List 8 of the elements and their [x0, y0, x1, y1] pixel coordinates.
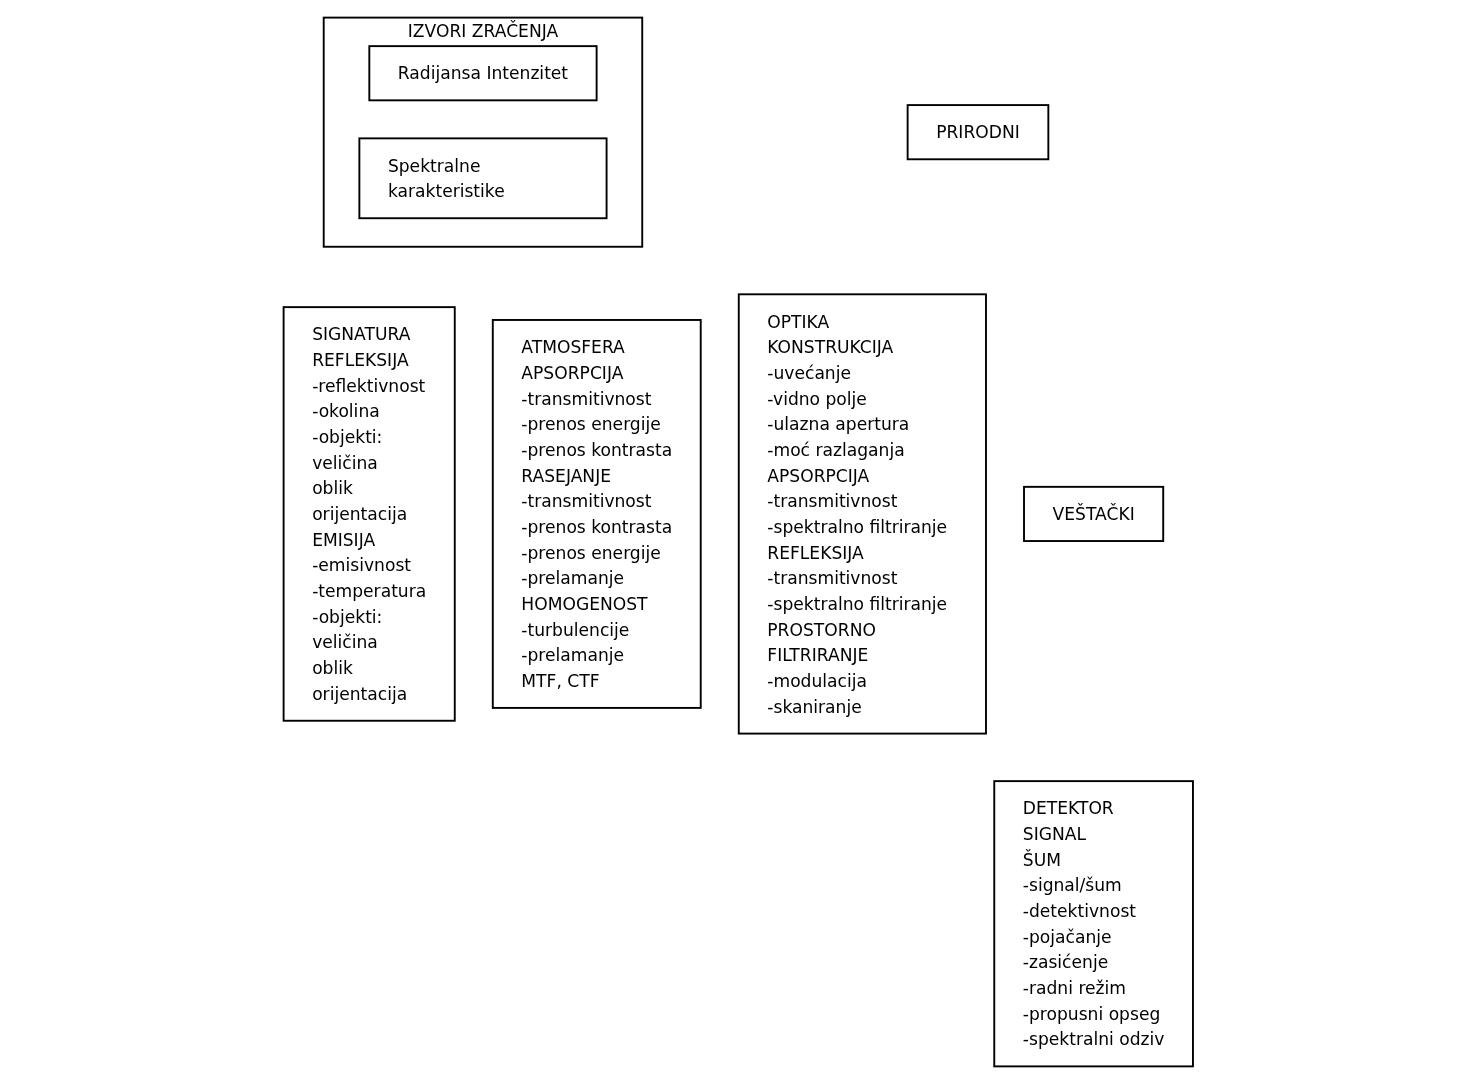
node-box: DETEKTOR SIGNAL ŠUM -signal/šum -detektivnost -pojačanje -zasićenje -radni režim -propusni opseg -spektralni odziv — [993, 780, 1194, 1068]
node-box: Radijansa Intenzitet — [368, 45, 598, 102]
node-box: ATMOSFERA APSORPCIJA -transmitivnost -prenos energije -prenos kontrasta RASEJANJE -transmitivnost -prenos kontrasta -prenos energije -prelamanje HOMOGENOST -turbulencije -prelamanje MTF, CTF — [491, 319, 702, 709]
node-box: OPTIKA KONSTRUKCIJA -uvećanje -vidno polje -ulazna apertura -moć razlaganja APSORPCIJA -transmitivnost -spektralno filtriranje REFLEKSIJA -transmitivnost -spektralno filtriranje PROSTORNO FILTRIRANJE -modulacija -skaniranje — [737, 293, 987, 735]
node-box: VEŠTAČKI — [1022, 485, 1164, 542]
node-box: PRIRODNI — [906, 104, 1049, 161]
node-box: Spektralne karakteristike — [358, 137, 608, 220]
node-box: SIGNATURA REFLEKSIJA -reflektivnost -okolina -objekti: veličina oblik orijentacija EMISIJA -emisivnost -temperatura -objekti: veličina oblik orijentacija — [282, 306, 456, 722]
